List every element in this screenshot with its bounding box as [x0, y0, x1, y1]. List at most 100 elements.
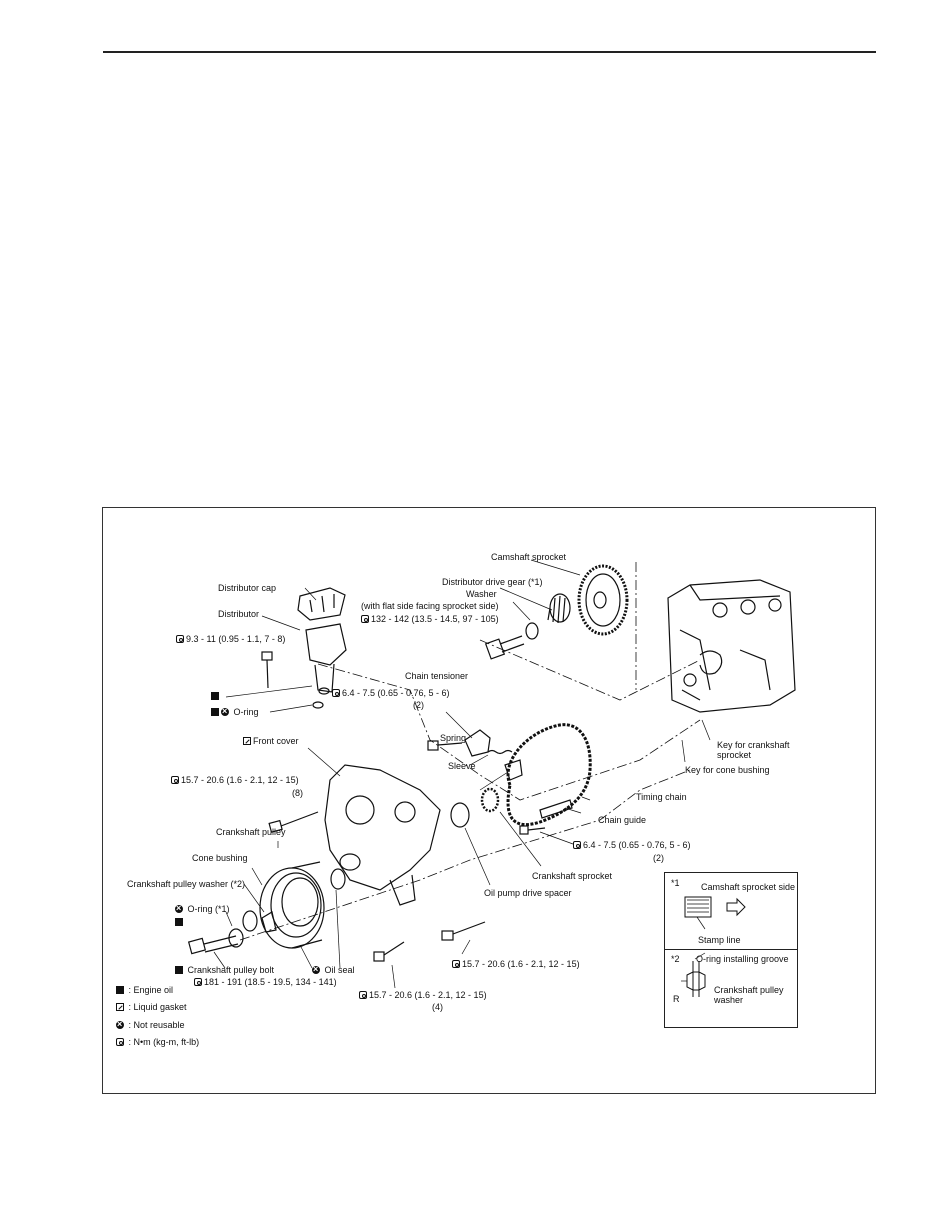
inset-note2-marker: *2	[671, 954, 680, 964]
torque-icon	[171, 776, 179, 784]
label-crankshaft-pulley-bolt: Crankshaft pulley bolt	[175, 965, 274, 975]
label-spring: Spring	[440, 733, 467, 743]
front-cover-part	[324, 764, 441, 906]
torque-icon	[194, 978, 202, 986]
label-chain-guide: Chain guide	[598, 815, 647, 825]
liquid-gasket-icon	[243, 737, 251, 745]
cylinder-block	[667, 579, 796, 713]
inset-sketches	[681, 896, 746, 997]
not-reusable-icon	[175, 903, 183, 913]
label-key-crankshaft-sprocket-2: sprocket	[717, 750, 752, 760]
distributor-part	[305, 623, 347, 695]
label-oil-pump-drive-spacer: Oil pump drive spacer	[484, 888, 572, 898]
label-cone-bushing: Cone bushing	[192, 853, 248, 863]
inset-note2-part-1: Crankshaft pulley	[714, 985, 784, 995]
label-torque-front-cover: 15.7 - 20.6 (1.6 - 2.1, 12 - 15)	[171, 775, 299, 785]
liquid-gasket-icon	[116, 1003, 124, 1011]
engine-oil-icon	[175, 966, 183, 974]
label-torque-lower-left: 15.7 - 20.6 (1.6 - 2.1, 12 - 15)	[359, 990, 487, 1000]
label-crankshaft-pulley-washer: Crankshaft pulley washer (*2)	[127, 879, 246, 889]
label-front-cover: Front cover	[243, 736, 299, 746]
legend-engine-oil: : Engine oil	[116, 985, 173, 995]
label-o-ring: O-ring	[211, 706, 259, 717]
legend-liquid-gasket: : Liquid gasket	[116, 1002, 187, 1012]
label-washer: Washer	[466, 589, 497, 599]
label-torque-distributor: 9.3 - 11 (0.95 - 1.1, 7 - 8)	[176, 634, 285, 644]
inset-stamp-line: Stamp line	[698, 935, 741, 945]
label-torque-washer-bolt: 132 - 142 (13.5 - 14.5, 97 - 105)	[361, 614, 499, 624]
label-key-cone-bushing: Key for cone bushing	[685, 765, 770, 775]
timing-chain-part	[506, 723, 592, 827]
label-engine-oil-marker-2	[175, 917, 185, 927]
label-torque-lower-right: 15.7 - 20.6 (1.6 - 2.1, 12 - 15)	[452, 959, 580, 969]
distributor-drive-gear	[547, 593, 571, 624]
stamp-line-block	[684, 896, 712, 918]
engine-oil-icon	[211, 708, 219, 716]
label-torque-tensioner: 6.4 - 7.5 (0.65 - 0.76, 5 - 6)	[332, 688, 450, 698]
camshaft-sprocket	[577, 564, 629, 636]
label-timing-chain: Timing chain	[636, 792, 687, 802]
label-crankshaft-pulley: Crankshaft pulley	[216, 827, 286, 837]
label-torque-lower-left-qty: (4)	[432, 1002, 443, 1012]
label-distributor-drive-gear: Distributor drive gear (*1)	[442, 577, 543, 587]
chain-guide-bolt	[519, 825, 546, 835]
label-distributor-cap: Distributor cap	[218, 583, 277, 593]
torque-icon	[176, 635, 184, 643]
torque-icon	[116, 1038, 124, 1046]
label-key-crankshaft-sprocket-1: Key for crankshaft	[717, 740, 790, 750]
not-reusable-icon	[116, 1019, 124, 1029]
chain-guide-part	[539, 799, 573, 819]
label-sleeve: Sleeve	[448, 761, 476, 771]
oil-pump-spacer-part	[450, 802, 470, 828]
crankshaft-sprocket-part	[480, 787, 500, 813]
torque-icon	[573, 841, 581, 849]
distributor-bolt	[261, 651, 273, 689]
engine-oil-icon	[211, 692, 219, 700]
label-torque-front-cover-qty: (8)	[292, 788, 303, 798]
pulley-washer-part	[242, 910, 258, 932]
engine-oil-icon	[116, 986, 124, 994]
torque-icon	[361, 615, 369, 623]
label-oil-seal: Oil seal	[312, 964, 355, 975]
distributor-cap-part	[297, 587, 346, 621]
cone-bushing-part	[261, 911, 277, 933]
torque-icon	[452, 960, 460, 968]
label-camshaft-sprocket: Camshaft sprocket	[491, 552, 567, 562]
legend-torque: : N•m (kg-m, ft-lb)	[116, 1037, 199, 1047]
o-ring-part	[312, 701, 324, 709]
arrow-right-icon	[726, 897, 746, 917]
assembly-center-lines	[239, 562, 701, 941]
camshaft-sprocket-bolt	[484, 635, 525, 660]
pulley-washer-section	[692, 961, 700, 997]
chain-tensioner-part	[427, 729, 491, 757]
spring-part	[487, 749, 513, 755]
detail-inset: *1 Camshaft sprocket side Stamp line *2 …	[664, 872, 798, 1028]
leader-lines	[213, 559, 711, 989]
washer-part	[525, 622, 539, 640]
label-engine-oil-marker	[211, 691, 221, 701]
inset-divider	[665, 949, 797, 950]
oil-seal-part	[330, 868, 346, 890]
label-torque-chain-guide: 6.4 - 7.5 (0.65 - 0.76, 5 - 6)	[573, 840, 691, 850]
inset-note2-r: R	[673, 994, 680, 1004]
torque-icon	[359, 991, 367, 999]
lower-bolt-right	[441, 921, 486, 941]
label-torque-tensioner-qty: (2)	[413, 700, 424, 710]
inset-note2-title: O-ring installing groove	[696, 954, 789, 964]
crankshaft-pulley-bolt-part	[187, 935, 239, 955]
label-distributor: Distributor	[218, 609, 260, 619]
engine-oil-icon	[175, 918, 183, 926]
not-reusable-icon	[312, 964, 320, 974]
not-reusable-icon	[221, 706, 229, 716]
label-o-ring-star1: O-ring (*1)	[175, 903, 230, 914]
label-torque-chain-guide-qty: (2)	[653, 853, 664, 863]
label-washer-note: (with flat side facing sprocket side)	[361, 601, 499, 611]
crankshaft-pulley-part	[259, 861, 325, 949]
legend-not-reusable: : Not reusable	[116, 1019, 185, 1030]
torque-icon	[332, 689, 340, 697]
figure-frame	[102, 507, 876, 1094]
lower-bolt-left	[373, 941, 405, 962]
header-rule	[103, 51, 876, 53]
label-chain-tensioner: Chain tensioner	[405, 671, 469, 681]
inset-note2-part-2: washer	[714, 995, 744, 1005]
